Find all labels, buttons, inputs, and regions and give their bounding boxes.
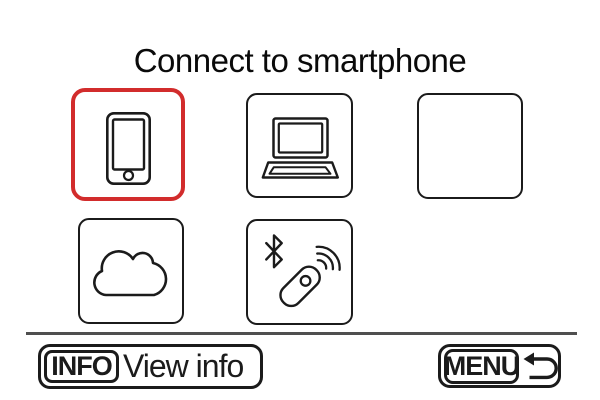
signal-waves-icon bbox=[316, 259, 328, 270]
remote-button-icon bbox=[299, 274, 312, 287]
info-key-badge: INFO bbox=[44, 350, 119, 383]
tile-empty[interactable] bbox=[417, 93, 523, 199]
tile-computer[interactable] bbox=[246, 93, 353, 198]
info-button[interactable]: INFO View info bbox=[38, 344, 263, 389]
remote-body-icon bbox=[279, 265, 321, 308]
back-arrow-icon bbox=[523, 352, 558, 379]
bluetooth-remote-icon bbox=[265, 234, 341, 308]
bluetooth-icon bbox=[265, 234, 283, 269]
laptop-icon bbox=[261, 116, 339, 179]
info-action-label: View info bbox=[123, 348, 244, 384]
page-title: Connect to smartphone bbox=[133, 42, 467, 79]
separator-line bbox=[26, 332, 577, 335]
cloud-icon bbox=[93, 250, 168, 297]
signal-waves-icon bbox=[315, 245, 341, 271]
tile-bluetooth-remote[interactable] bbox=[246, 219, 353, 325]
smartphone-icon bbox=[105, 111, 151, 185]
tile-cloud[interactable] bbox=[78, 218, 184, 324]
menu-button[interactable]: MENU bbox=[438, 344, 561, 388]
signal-waves-icon bbox=[316, 252, 335, 271]
tile-smartphone[interactable] bbox=[71, 88, 185, 201]
menu-key-badge: MENU bbox=[444, 348, 520, 384]
